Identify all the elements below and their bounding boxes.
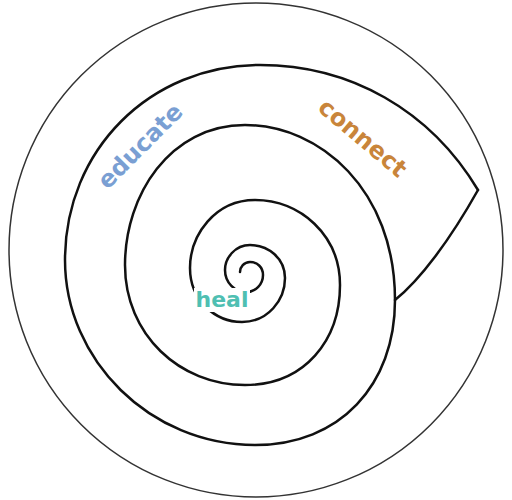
spiral-shell <box>65 65 478 445</box>
stage-label: connect <box>311 92 413 183</box>
core-label: heal <box>194 288 251 312</box>
outer-circle <box>9 3 503 497</box>
shell-aperture <box>395 190 478 300</box>
stage-label: educate <box>91 97 189 195</box>
